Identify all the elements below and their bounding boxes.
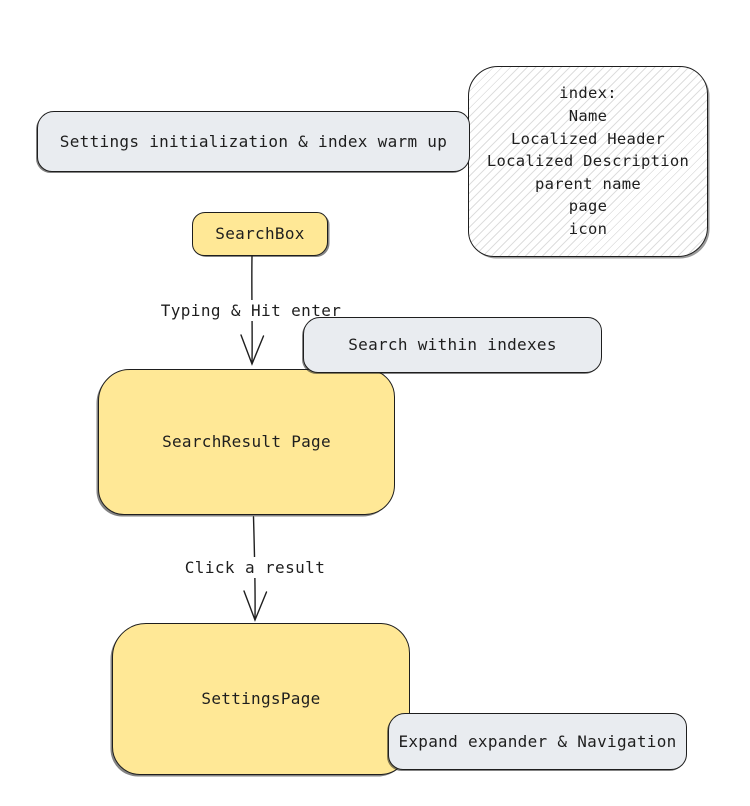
node-search-within-indexes-label: Search within indexes [348,335,557,355]
index-note-line: parent name [535,174,641,193]
index-note-line: index: [559,84,617,103]
index-note-line: page [568,197,608,216]
node-search-within-indexes[interactable]: Search within indexes [303,317,602,373]
node-index-fields-note[interactable]: index: Name Localized Header Localized D… [468,66,708,257]
edge-label-click-a-result: Click a result [180,557,330,578]
node-settingspage[interactable]: SettingsPage [112,623,410,775]
node-searchbox[interactable]: SearchBox [192,212,328,256]
index-note-line: icon [568,219,608,238]
index-note-line: Name [568,107,608,126]
node-searchbox-label: SearchBox [215,224,305,244]
edge-label-typing-hit-enter: Typing & Hit enter [155,300,347,321]
node-settingspage-label: SettingsPage [201,689,321,709]
node-searchresult-page-label: SearchResult Page [162,432,331,452]
node-settings-initialization[interactable]: Settings initialization & index warm up [37,111,470,172]
index-note-line: Localized Header [510,129,666,148]
node-searchresult-page[interactable]: SearchResult Page [98,369,395,515]
node-expand-expander-navigation-label: Expand expander & Navigation [398,731,677,751]
index-note-line: Localized Description [486,152,690,171]
node-settings-initialization-label: Settings initialization & index warm up [59,131,448,151]
node-expand-expander-navigation[interactable]: Expand expander & Navigation [388,713,687,770]
